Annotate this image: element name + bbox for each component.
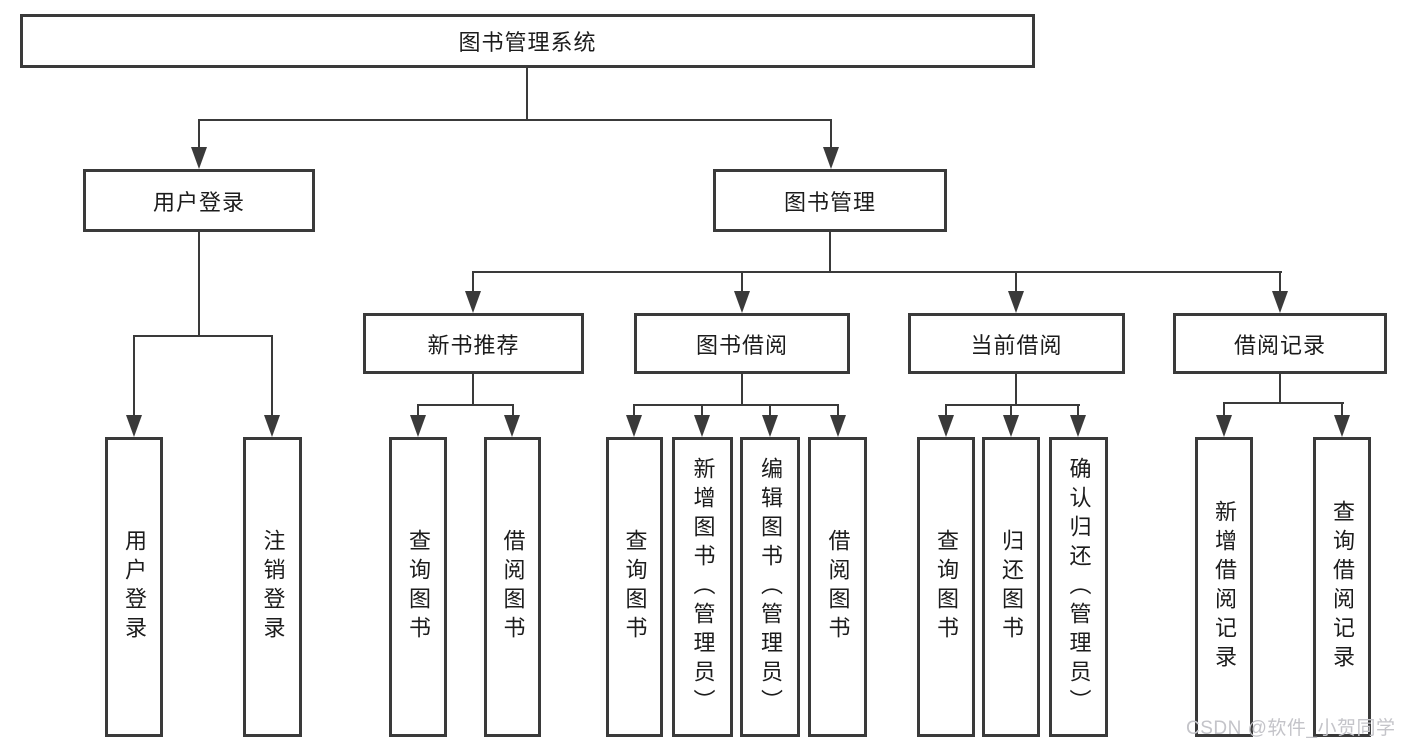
connector-line [133,335,273,337]
connector-arrow [191,147,207,169]
connector-line [1010,404,1012,415]
node-borrowing-records: 借阅记录 [1173,313,1387,374]
connector-line [271,335,273,415]
connector-arrow [1272,291,1288,313]
node-current-borrowing-label: 当前借阅 [970,332,1063,358]
connector-line [633,404,839,406]
connector-arrow [1070,415,1086,437]
connector-arrow [734,291,750,313]
connector-arrow [126,415,142,437]
node-borrowing-records-label: 借阅记录 [1233,332,1326,358]
connector-line [701,404,703,415]
connector-arrow [938,415,954,437]
node-book-management-label: 图书管理 [783,189,876,215]
connector-line [633,404,635,415]
connector-line [198,119,832,121]
leaf-add-borrow-record-label: 新增借阅记录 [1212,500,1237,674]
connector-line [1223,402,1344,404]
connector-line [837,404,839,415]
connector-line [472,271,1282,273]
leaf-query-borrow-record-label: 查询借阅记录 [1330,500,1355,674]
leaf-query-books-recommend: 查询图书 [389,437,447,737]
connector-line [945,404,1080,406]
leaf-borrow-books-recommend: 借阅图书 [484,437,541,737]
connector-line [1223,402,1225,415]
leaf-borrow-books: 借阅图书 [808,437,867,737]
leaf-add-books-admin-label: 新增图书（管理员） [690,456,716,718]
leaf-confirm-return-admin-label: 确认归还（管理员） [1066,456,1092,718]
connector-arrow [264,415,280,437]
leaf-add-books-admin: 新增图书（管理员） [672,437,733,737]
node-root-system: 图书管理系统 [20,14,1035,68]
node-new-book-recommend: 新书推荐 [363,313,584,374]
connector-arrow [1334,415,1350,437]
node-book-borrowing: 图书借阅 [634,313,850,374]
connector-line [829,232,831,273]
leaf-user-login-label: 用户登录 [122,529,147,645]
connector-arrow [1008,291,1024,313]
connector-arrow [410,415,426,437]
leaf-logout-label: 注销登录 [260,529,286,645]
connector-line [830,119,832,147]
leaf-edit-books-admin-label: 编辑图书（管理员） [758,456,783,718]
leaf-query-books-borrowing-label: 查询图书 [622,529,648,645]
leaf-query-books-current-label: 查询图书 [934,529,959,645]
leaf-logout: 注销登录 [243,437,302,737]
node-book-management: 图书管理 [713,169,947,232]
connector-line [417,404,419,415]
connector-line [472,271,474,291]
connector-line [512,404,514,415]
connector-arrow [694,415,710,437]
connector-line [769,404,771,415]
connector-arrow [1216,415,1232,437]
leaf-user-login: 用户登录 [105,437,163,737]
connector-arrow [626,415,642,437]
leaf-query-books-current: 查询图书 [917,437,975,737]
node-book-borrowing-label: 图书借阅 [695,332,788,358]
connector-arrow [762,415,778,437]
leaf-return-books-label: 归还图书 [999,529,1024,645]
connector-line [1279,271,1281,291]
leaf-borrow-books-label: 借阅图书 [825,529,851,645]
connector-line [472,374,474,406]
connector-line [1015,374,1017,406]
connector-line [741,374,743,406]
csdn-watermark: CSDN @软件_小贺同学 [1186,718,1396,739]
connector-arrow [830,415,846,437]
connector-line [198,119,200,147]
connector-line [945,404,947,415]
node-new-book-recommend-label: 新书推荐 [427,332,520,358]
connector-line [1279,374,1281,403]
leaf-edit-books-admin: 编辑图书（管理员） [740,437,800,737]
leaf-query-books-borrowing: 查询图书 [606,437,663,737]
leaf-query-borrow-record: 查询借阅记录 [1313,437,1371,737]
connector-arrow [504,415,520,437]
node-user-login-label: 用户登录 [152,189,245,215]
leaf-add-borrow-record: 新增借阅记录 [1195,437,1253,737]
leaf-borrow-books-recommend-label: 借阅图书 [500,529,526,645]
leaf-query-books-recommend-label: 查询图书 [406,529,431,645]
connector-arrow [1003,415,1019,437]
leaf-return-books: 归还图书 [982,437,1040,737]
node-user-login: 用户登录 [83,169,315,232]
node-current-borrowing: 当前借阅 [908,313,1125,374]
node-root-label: 图书管理系统 [458,30,597,55]
connector-line [417,404,514,406]
connector-line [1077,404,1079,415]
connector-line [133,335,135,415]
leaf-confirm-return-admin: 确认归还（管理员） [1049,437,1108,737]
connector-line [741,271,743,291]
connector-arrow [465,291,481,313]
connector-line [526,68,528,120]
connector-line [198,232,200,336]
connector-line [1341,402,1343,415]
connector-line [1015,271,1017,291]
connector-arrow [823,147,839,169]
